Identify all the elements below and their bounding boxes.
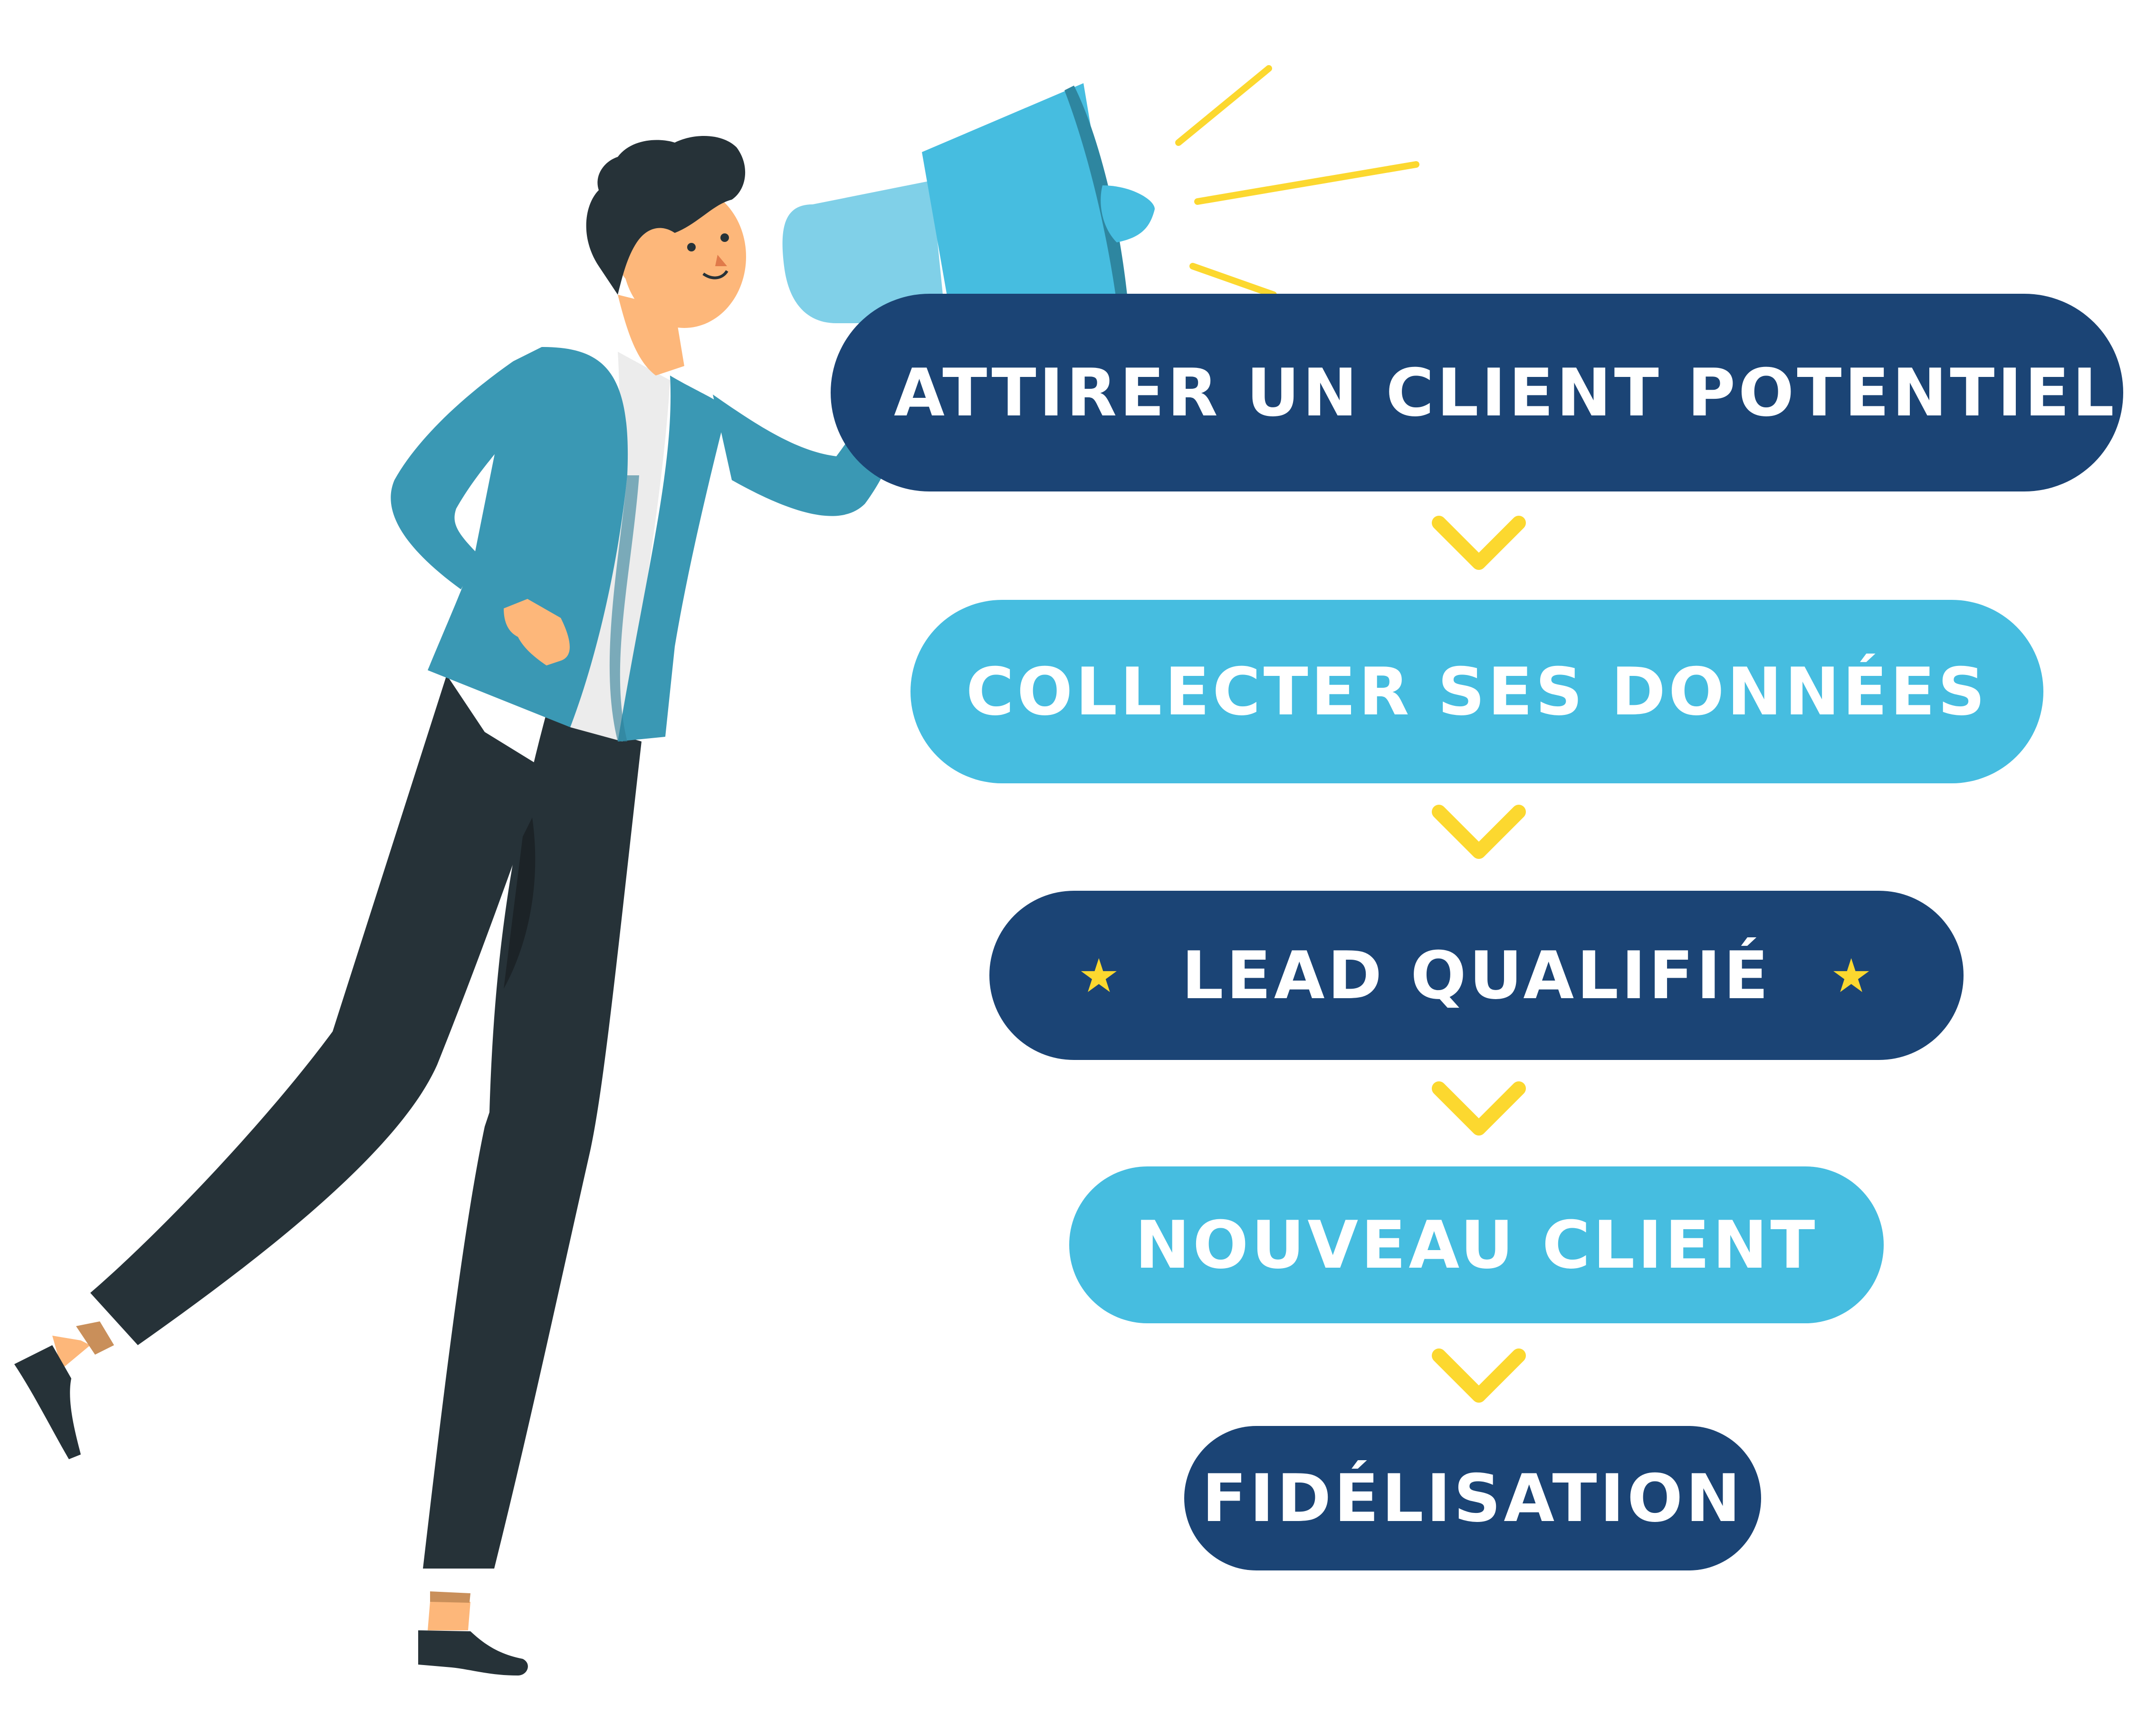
sound-lines: [1175, 65, 1419, 323]
step-fidelisation: FIDÉLISATION: [1184, 1426, 1761, 1570]
flow-connectors: [1432, 516, 1526, 1403]
step-collecter-donnees: COLLECTER SES DONNÉES: [910, 600, 2043, 783]
chevron-down-icon: [1432, 1348, 1526, 1403]
man-figure: [14, 136, 945, 1675]
chevron-down-icon: [1432, 805, 1526, 859]
step-lead-qualifie: ★ LEAD QUALIFIÉ ★: [989, 891, 1964, 1060]
step-label: NOUVEAU CLIENT: [1135, 1206, 1818, 1283]
step-label: FIDÉLISATION: [1202, 1460, 1744, 1537]
star-icon: ★: [1069, 939, 1130, 1011]
step-label: LEAD QUALIFIÉ: [1181, 937, 1772, 1014]
step-label: ATTIRER UN CLIENT POTENTIEL: [894, 354, 2117, 431]
chevron-down-icon: [1432, 1081, 1526, 1136]
step-attirer-client: ATTIRER UN CLIENT POTENTIEL: [831, 294, 2123, 491]
star-icon: ★: [1821, 939, 1882, 1011]
step-nouveau-client: NOUVEAU CLIENT: [1069, 1166, 1884, 1323]
step-label: COLLECTER SES DONNÉES: [966, 653, 1988, 730]
chevron-down-icon: [1432, 516, 1526, 570]
